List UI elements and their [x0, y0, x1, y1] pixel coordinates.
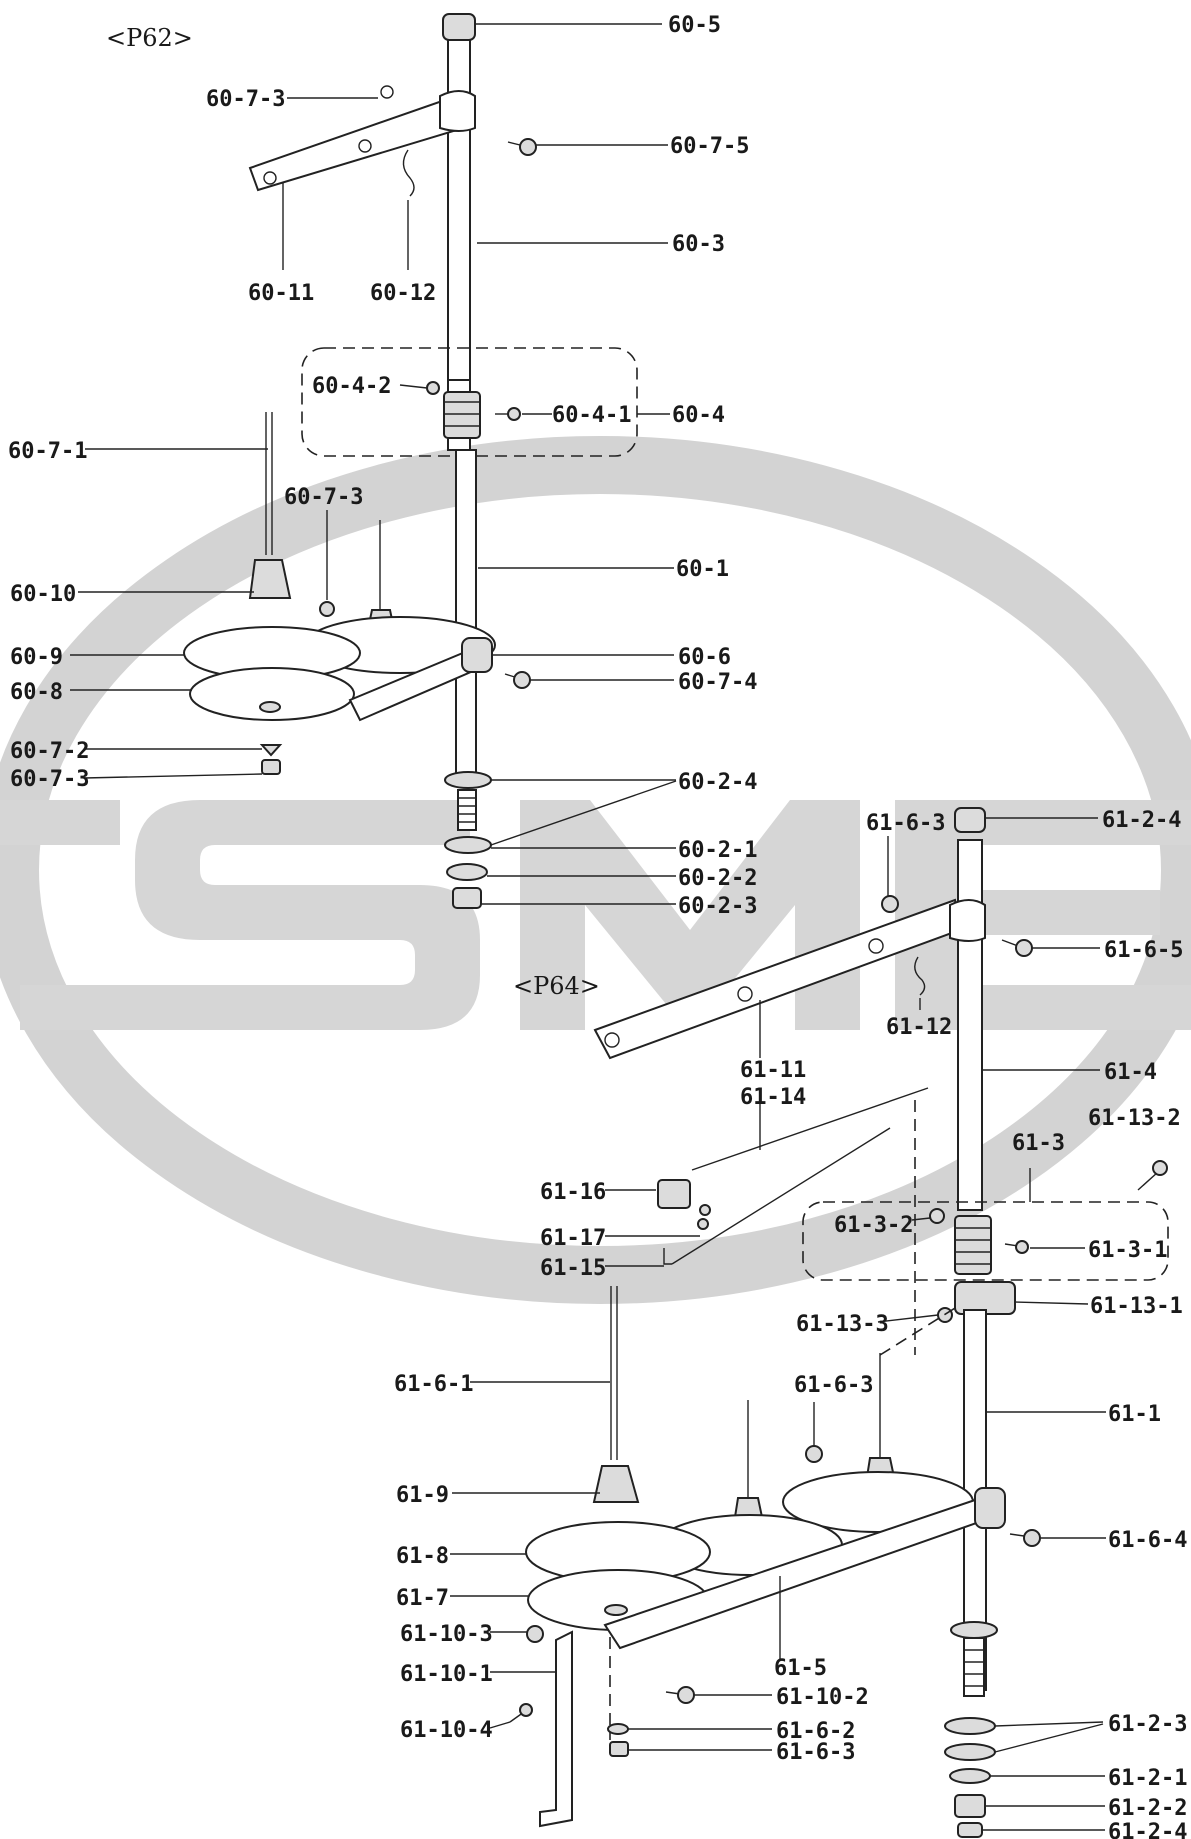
- leaders-p64: [450, 817, 1106, 1831]
- part-label: 61-2-4: [1108, 1820, 1187, 1839]
- part-label: 60-7-3: [206, 87, 285, 112]
- part-label: 61-2-4: [1102, 808, 1181, 833]
- labels-p62: 60-5 60-7-3 60-7-5 60-3 60-11 60-12 60-4…: [8, 13, 757, 919]
- part-label: 60-1: [676, 557, 729, 582]
- part-label: 61-17: [540, 1226, 606, 1251]
- stand-p64: [509, 807, 1169, 1838]
- part-label: 60-2-4: [678, 770, 757, 795]
- plate-60-8: [189, 667, 355, 721]
- part-label: 60-4-1: [552, 403, 631, 428]
- part-label: 61-6-3: [866, 811, 945, 836]
- collar-60-4: [426, 379, 521, 451]
- part-label: 61-6-3: [776, 1740, 855, 1765]
- part-label: 61-2-3: [1108, 1712, 1187, 1737]
- part-label: 60-7-1: [8, 439, 87, 464]
- part-label: 60-2-3: [678, 894, 757, 919]
- part-label: 60-4-2: [312, 374, 391, 399]
- stand-p62: [183, 13, 638, 909]
- part-label: 61-14: [740, 1085, 806, 1110]
- part-label: 60-9: [10, 645, 63, 670]
- part-label: 60-8: [10, 680, 63, 705]
- part-label: 61-12: [886, 1015, 952, 1040]
- part-label: 60-7-3: [284, 485, 363, 510]
- leaders-p62: [70, 23, 677, 905]
- rod-61-14: [691, 1087, 929, 1171]
- part-label: 61-8: [396, 1544, 449, 1569]
- part-label: 61-2-1: [1108, 1766, 1187, 1791]
- part-label: 61-5: [774, 1656, 827, 1681]
- watermark-logo: [0, 436, 1191, 1304]
- part-label: 61-6-4: [1108, 1528, 1187, 1553]
- part-label: 60-5: [668, 13, 721, 38]
- rod-61-15: [671, 1127, 891, 1265]
- part-label: 60-7-4: [678, 670, 757, 695]
- part-label: 61-6-5: [1104, 938, 1183, 963]
- part-label: 60-7-5: [670, 134, 749, 159]
- part-label: 60-10: [10, 582, 76, 607]
- bracket-61-10-1: [539, 1630, 573, 1828]
- part-label: 60-2-2: [678, 866, 757, 891]
- part-label: 60-3: [672, 232, 725, 257]
- part-label: 61-6-1: [394, 1372, 473, 1397]
- arm-60-11: [248, 99, 471, 192]
- part-label: 60-2-1: [678, 838, 757, 863]
- part-label: 61-6-2: [776, 1719, 855, 1744]
- part-label: 61-3: [1012, 1131, 1065, 1156]
- part-label: 61-10-3: [400, 1622, 493, 1647]
- part-label: 61-2-2: [1108, 1796, 1187, 1821]
- spool-cap-60-10: [248, 559, 292, 599]
- part-label: 61-10-4: [400, 1718, 493, 1743]
- part-label: 61-13-3: [796, 1312, 889, 1337]
- part-label: 60-7-2: [10, 739, 89, 764]
- part-label: 60-12: [370, 281, 436, 306]
- section-title-p64: <P64>: [513, 972, 600, 1000]
- part-label: 61-11: [740, 1058, 806, 1083]
- cap-61-2-4-top: [954, 807, 986, 833]
- part-label: 60-6: [678, 645, 731, 670]
- screw-60-7-5: [507, 138, 537, 156]
- part-label: 61-3-1: [1088, 1238, 1167, 1263]
- part-label: 61-3-2: [834, 1213, 913, 1238]
- part-label: 61-4: [1104, 1060, 1157, 1085]
- labels-p64: 61-6-3 61-2-4 61-6-5 61-12 61-4 61-11 61…: [394, 808, 1187, 1839]
- part-label: 61-10-2: [776, 1685, 869, 1710]
- part-label: 60-4: [672, 403, 725, 428]
- part-label: 61-15: [540, 1256, 606, 1281]
- part-label: 61-9: [396, 1483, 449, 1508]
- rod-61-4: [957, 839, 983, 1211]
- part-label: 60-11: [248, 281, 314, 306]
- hook-60-12: [402, 149, 415, 197]
- part-label: 61-7: [396, 1586, 449, 1611]
- part-label: 61-16: [540, 1180, 606, 1205]
- part-label: 61-13-2: [1088, 1106, 1181, 1131]
- part-label: 61-6-3: [794, 1373, 873, 1398]
- part-label: 60-7-3: [10, 767, 89, 792]
- part-label: 61-10-1: [400, 1662, 493, 1687]
- collar-61-3: [929, 1208, 1029, 1275]
- rod-60-1: [455, 449, 477, 776]
- section-title-p62: <P62>: [106, 24, 193, 52]
- part-label: 61-1: [1108, 1402, 1161, 1427]
- spool-cap-61-9: [592, 1465, 640, 1503]
- part-label: 61-13-1: [1090, 1294, 1183, 1319]
- cap-60-5: [442, 13, 476, 41]
